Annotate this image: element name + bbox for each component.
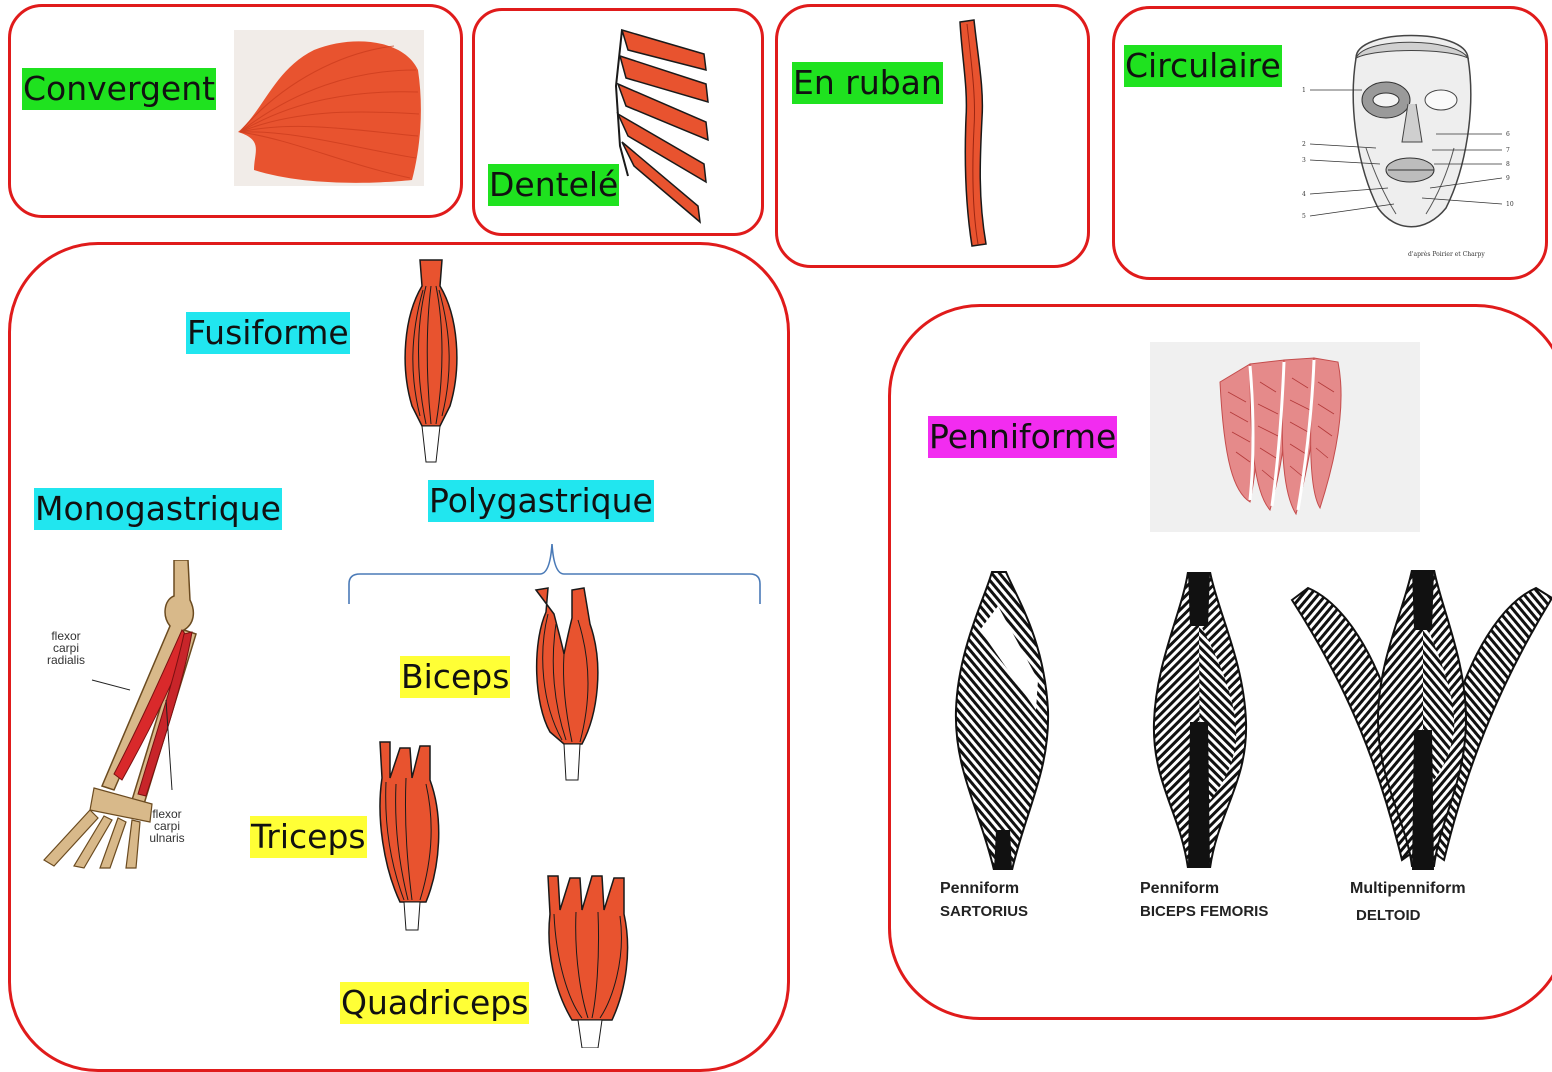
face-credit: d'après Poirier et Charpy bbox=[1408, 251, 1485, 258]
biceps-femoris-pennate-diagram bbox=[1148, 572, 1252, 868]
face-number: 3 bbox=[1302, 157, 1306, 164]
en-ruban-frame bbox=[775, 4, 1090, 268]
biceps-muscle-illustration bbox=[528, 584, 608, 784]
face-number: 7 bbox=[1506, 147, 1510, 154]
fusiforme-muscle-illustration bbox=[396, 256, 466, 466]
triceps-muscle-illustration bbox=[374, 738, 452, 934]
sartorius-pennate-diagram bbox=[940, 570, 1064, 870]
deltoid-multipennate-diagram bbox=[1290, 570, 1552, 870]
face-muscles-diagram: 1 2 3 4 5 6 7 8 9 10 d'après Poirier et … bbox=[1296, 18, 1528, 262]
face-number: 8 bbox=[1506, 161, 1510, 168]
convergent-label: Convergent bbox=[22, 68, 216, 110]
deltoid-caption: Multipenniform DELTOID bbox=[1350, 880, 1466, 924]
ruban-muscle-illustration bbox=[950, 18, 994, 250]
en-ruban-label: En ruban bbox=[792, 62, 943, 104]
dentele-label: Dentelé bbox=[488, 164, 619, 206]
dentele-muscle-illustration bbox=[608, 26, 716, 226]
fusiforme-label: Fusiforme bbox=[186, 312, 350, 354]
face-number: 6 bbox=[1506, 131, 1510, 138]
face-number: 5 bbox=[1302, 213, 1306, 220]
convergent-muscle-illustration bbox=[234, 30, 424, 186]
monogastrique-label: Monogastrique bbox=[34, 488, 282, 530]
face-number: 4 bbox=[1302, 191, 1306, 198]
sartorius-caption: Penniform SARTORIUS bbox=[940, 880, 1028, 920]
face-number: 2 bbox=[1302, 141, 1306, 148]
quadriceps-label: Quadriceps bbox=[340, 982, 529, 1024]
quadriceps-muscle-illustration bbox=[542, 870, 636, 1048]
face-number: 10 bbox=[1506, 201, 1514, 208]
face-number: 9 bbox=[1506, 175, 1510, 182]
face-number: 1 bbox=[1302, 87, 1306, 94]
penniforme-photo bbox=[1150, 342, 1420, 532]
biceps-femoris-caption: Penniform BICEPS FEMORIS bbox=[1140, 880, 1268, 920]
triceps-label: Triceps bbox=[250, 816, 367, 858]
circulaire-label: Circulaire bbox=[1124, 45, 1282, 87]
penniforme-label: Penniforme bbox=[928, 416, 1117, 458]
polygastrique-label: Polygastrique bbox=[428, 480, 654, 522]
biceps-label: Biceps bbox=[400, 656, 510, 698]
